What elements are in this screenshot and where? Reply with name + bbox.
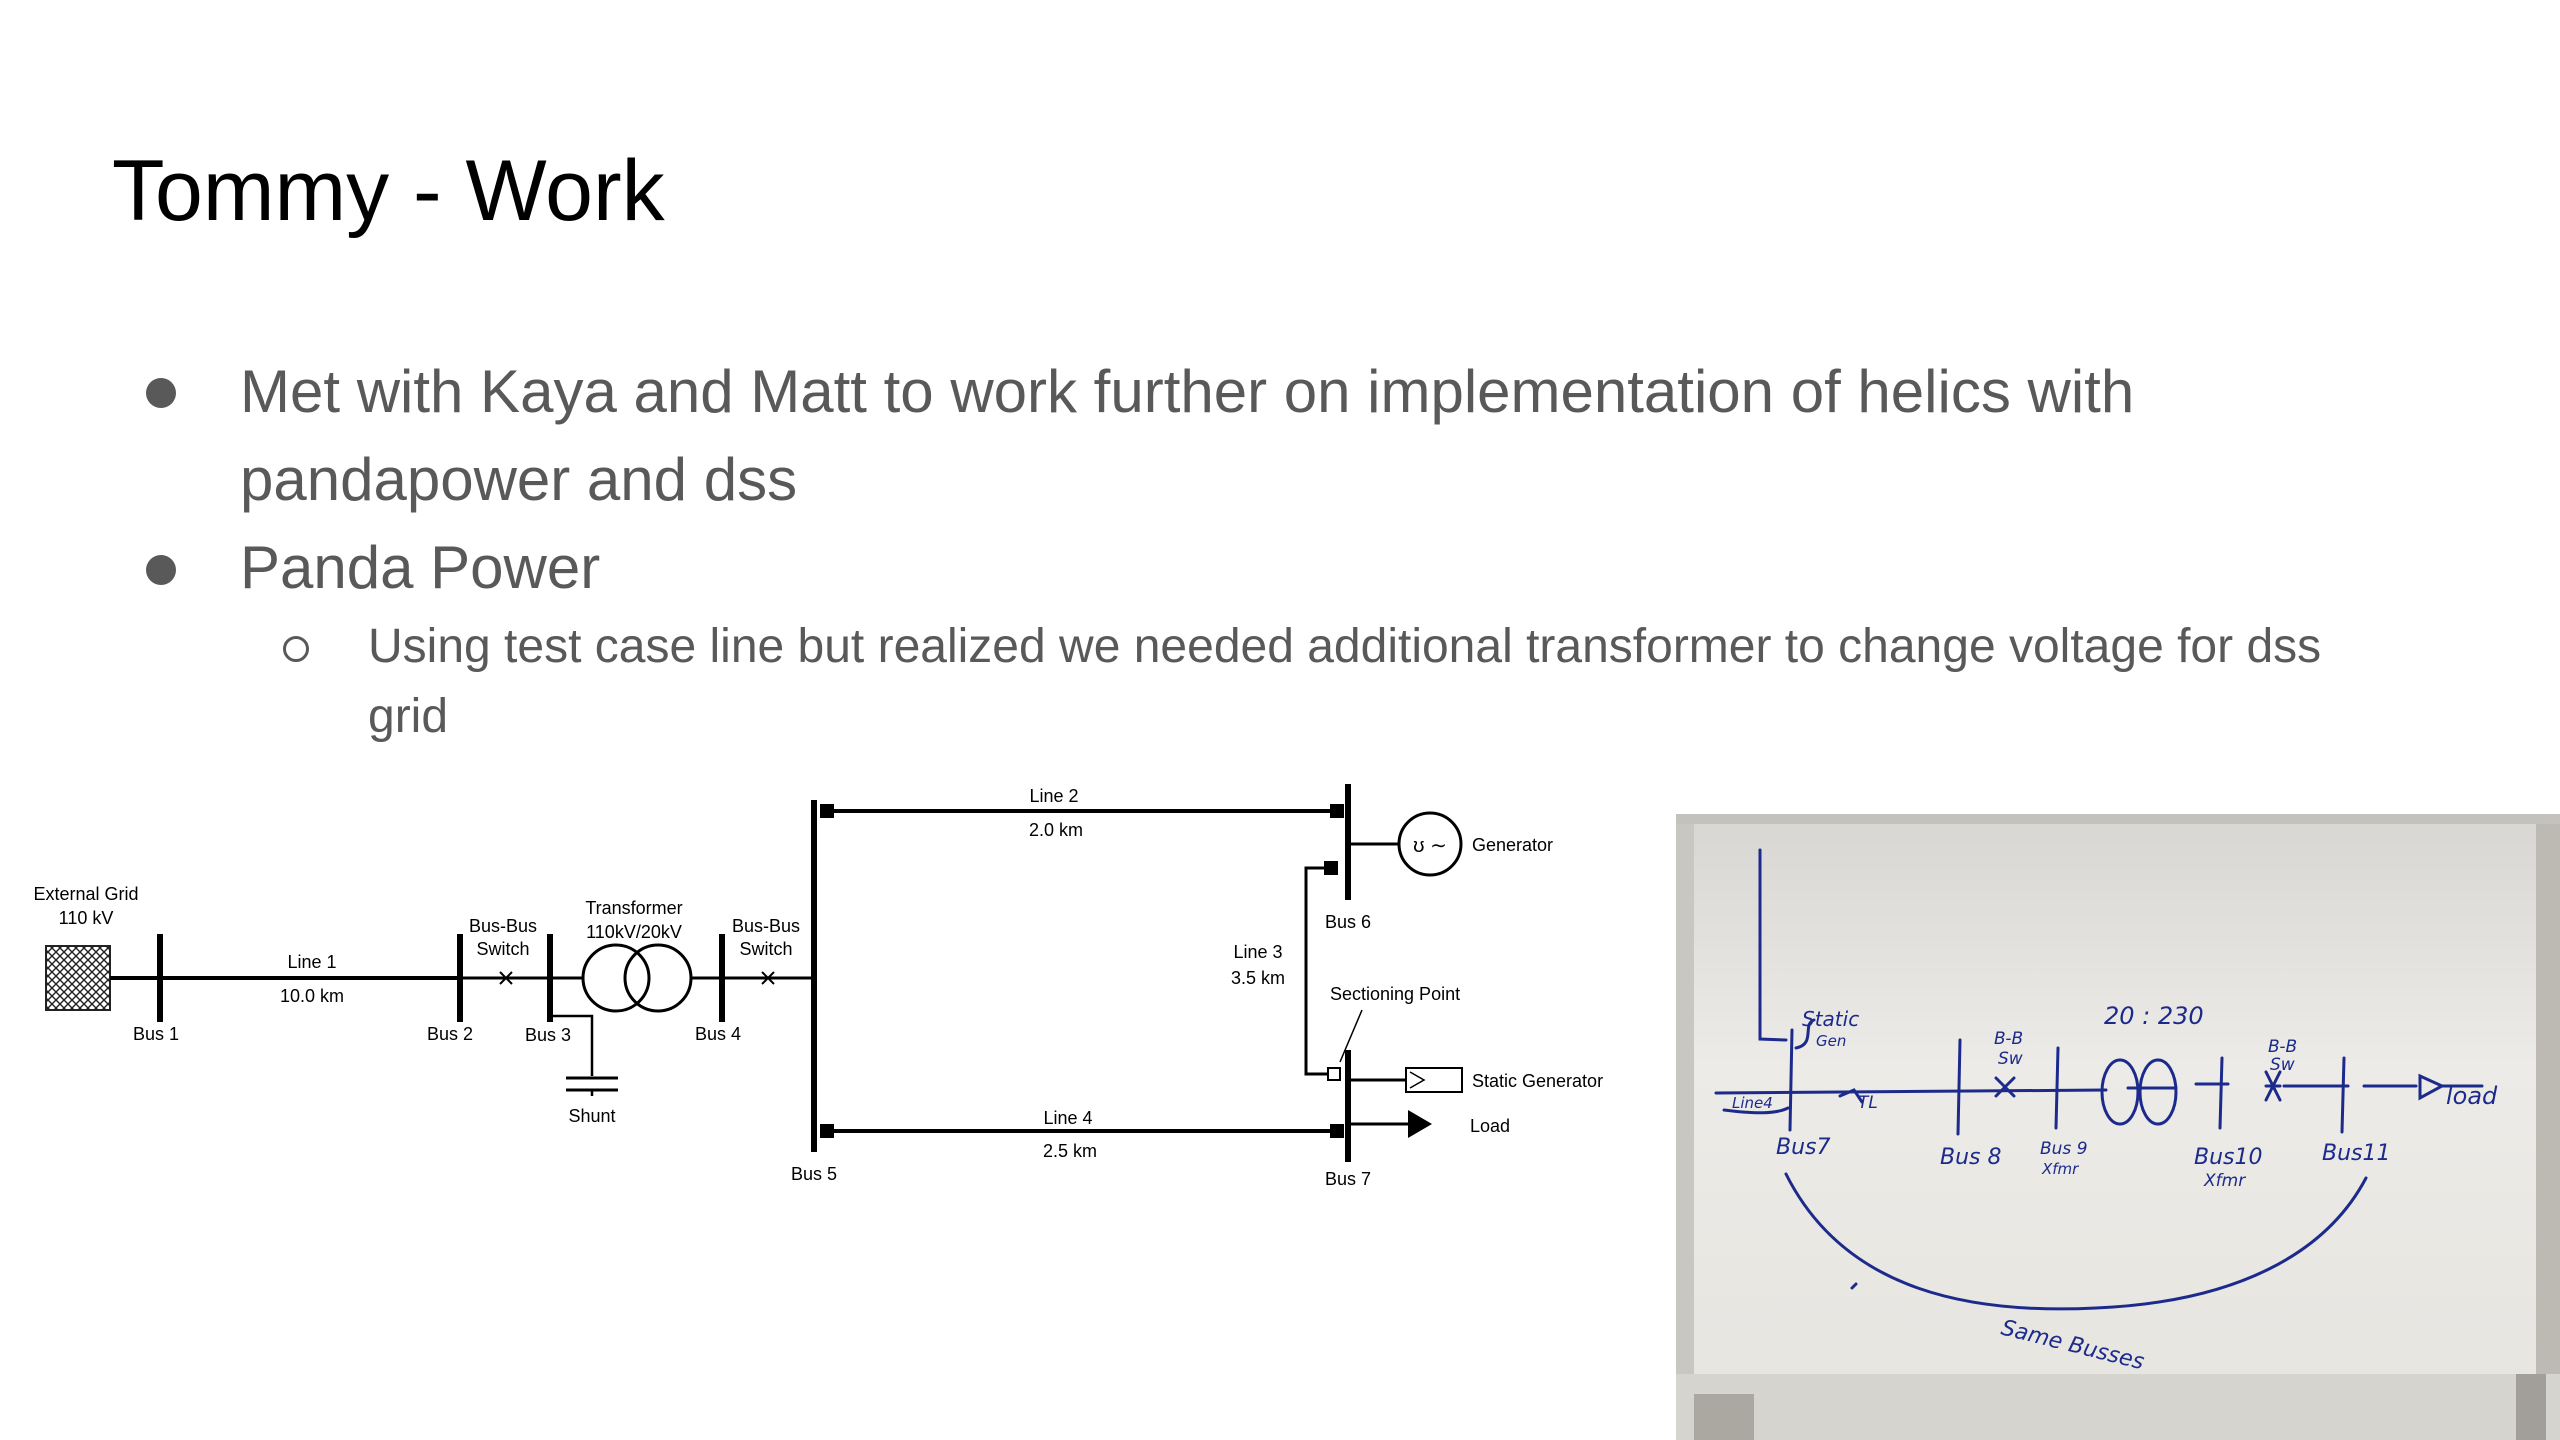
line-2-length: 2.0 km xyxy=(1029,820,1083,840)
bullet-text: pandapower and dss xyxy=(240,446,798,513)
wb-load-label: load xyxy=(2446,1082,2498,1110)
transformer-label: Transformer xyxy=(585,898,682,918)
bus-7-label: Bus 7 xyxy=(1325,1169,1371,1189)
wb-tl-label: TL xyxy=(1858,1093,1878,1113)
transformer-winding-2 xyxy=(623,943,693,1013)
line-3 xyxy=(1304,866,1328,1076)
bus-4-label: Bus 4 xyxy=(695,1024,741,1044)
slide-title: Tommy - Work xyxy=(112,143,665,239)
wb-static-gen-label: Static xyxy=(1802,1007,1859,1031)
sectioning-point-switch xyxy=(1327,1067,1341,1081)
bullet-text: Panda Power xyxy=(240,534,601,601)
line-3-length: 3.5 km xyxy=(1231,968,1285,988)
external-grid-label: External Grid xyxy=(33,884,138,904)
bus-2-label: Bus 2 xyxy=(427,1024,473,1044)
wb-bus10-sub: Xfmr xyxy=(2203,1171,2246,1191)
bus-5-label: Bus 5 xyxy=(791,1164,837,1184)
switch-a-label-2: Switch xyxy=(476,939,529,959)
switch-b-label-2: Switch xyxy=(739,939,792,959)
load-arrow-icon xyxy=(1408,1110,1432,1138)
bullet-dot xyxy=(146,378,176,408)
transformer-winding-1 xyxy=(581,943,651,1013)
load-label: Load xyxy=(1470,1116,1510,1136)
sub-bullet-text: grid xyxy=(368,690,449,743)
wb-bus8-label: Bus 8 xyxy=(1940,1145,2002,1170)
bullet-dot xyxy=(146,555,176,585)
bus-6-label: Bus 6 xyxy=(1325,912,1371,932)
generator-symbol xyxy=(1397,811,1463,877)
whiteboard-drawing xyxy=(1714,848,2484,1311)
wb-bb-sw1-label-2: Sw xyxy=(1998,1049,2023,1069)
line-1-length: 10.0 km xyxy=(280,986,344,1006)
bus-3-label: Bus 3 xyxy=(525,1025,571,1045)
bus-bus-switch-a xyxy=(499,971,513,985)
wb-bb-sw2-label-2: Sw xyxy=(2270,1055,2295,1075)
line-1-label: Line 1 xyxy=(287,952,336,972)
sectioning-point-label: Sectioning Point xyxy=(1330,984,1460,1004)
wb-bus10-label: Bus10 xyxy=(2194,1145,2263,1170)
wb-same-busses-label: Same Busses xyxy=(1999,1316,2147,1376)
line-4-length: 2.5 km xyxy=(1043,1141,1097,1161)
wb-bus7-label: Bus7 xyxy=(1776,1135,1831,1160)
bus-1-label: Bus 1 xyxy=(133,1024,179,1044)
wb-bus9-label: Bus 9 xyxy=(2040,1139,2088,1159)
switch-b-label: Bus-Bus xyxy=(732,916,800,936)
generator-label: Generator xyxy=(1472,835,1553,855)
wb-line4-label: Line4 xyxy=(1732,1094,1773,1112)
bus-bus-switch-b xyxy=(761,971,775,985)
external-grid-symbol xyxy=(45,945,111,1011)
line-2-label: Line 2 xyxy=(1029,786,1078,806)
external-grid-kv-label: 110 kV xyxy=(59,908,114,928)
sub-bullet-circle xyxy=(283,636,309,662)
line-4-label: Line 4 xyxy=(1043,1108,1092,1128)
svg-text:ʊ ∼: ʊ ∼ xyxy=(1413,835,1447,857)
switch-a-label: Bus-Bus xyxy=(469,916,537,936)
static-generator-symbol xyxy=(1405,1067,1463,1093)
wb-bb-sw1-label: B-B xyxy=(1994,1029,2023,1049)
shunt-label: Shunt xyxy=(568,1106,615,1126)
wb-static-gen-label-2: Gen xyxy=(1816,1032,1846,1050)
wb-bus11-label: Bus11 xyxy=(2322,1141,2391,1166)
static-generator-label: Static Generator xyxy=(1472,1071,1603,1091)
whiteboard-photo: Static Gen 20 : 230 B-B Sw B-B Sw Line4 … xyxy=(1676,814,2560,1440)
shunt-connection xyxy=(550,1014,594,1076)
grid-diagram: External Grid 110 kV Bus 1 Line 1 10.0 k… xyxy=(33,784,1603,1189)
sub-bullet-text: Using test case line but realized we nee… xyxy=(368,620,2322,673)
bullet-text: Met with Kaya and Matt to work further o… xyxy=(240,358,2135,425)
wb-bb-sw2-label: B-B xyxy=(2268,1037,2297,1057)
line-3-label: Line 3 xyxy=(1233,942,1282,962)
wb-ratio-label: 20 : 230 xyxy=(2104,1002,2204,1030)
wb-bus9-sub: Xfmr xyxy=(2041,1160,2079,1178)
transformer-rating: 110kV/20kV xyxy=(586,922,682,942)
